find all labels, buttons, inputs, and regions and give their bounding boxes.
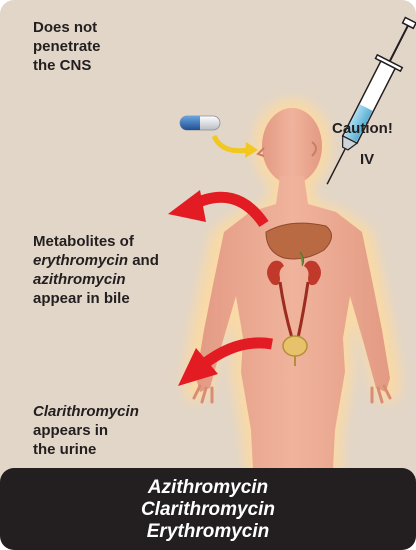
drug-azithromycin: Azithromycin (0, 477, 416, 499)
urine-line-3: the urine (33, 441, 96, 458)
iv-label: IV (360, 150, 374, 169)
bile-drug-erythromycin: erythromycin (33, 252, 128, 269)
oral-route-arrow-icon (214, 136, 258, 158)
bile-line-1: Metabolites of (33, 233, 134, 250)
urine-drug-clarithromycin: Clarithromycin (33, 403, 139, 420)
caution-label: Caution! (332, 119, 393, 138)
cns-label: Does not penetrate the CNS (33, 18, 143, 75)
drug-list-footer: Azithromycin Clarithromycin Erythromycin (0, 468, 416, 550)
capsule-icon (180, 116, 220, 130)
cns-line-3: the CNS (33, 57, 91, 74)
drug-erythromycin: Erythromycin (0, 521, 416, 543)
drug-clarithromycin: Clarithromycin (0, 499, 416, 521)
bile-drug-azithromycin: azithromycin (33, 271, 126, 288)
urine-line-2: appears in (33, 422, 108, 439)
bile-and: and (128, 252, 159, 269)
urine-label: Clarithromycin appears in the urine (33, 402, 183, 459)
cns-line-1: Does not (33, 19, 97, 36)
cns-line-2: penetrate (33, 38, 101, 55)
bile-line-3: appear in bile (33, 290, 130, 307)
